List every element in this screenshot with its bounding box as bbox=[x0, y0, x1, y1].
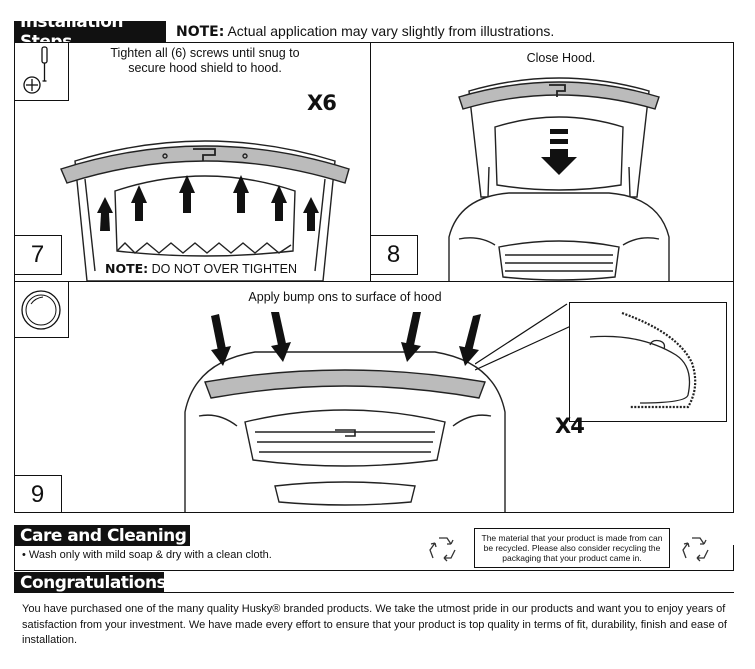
zoom-callout-lines bbox=[475, 303, 572, 371]
step-7-panel: Tighten all (6) screws until snug to sec… bbox=[14, 42, 372, 283]
recycle-icon-left bbox=[429, 537, 456, 562]
recycling-notice-text: The material that your product is made f… bbox=[481, 533, 663, 563]
care-title: Care and Cleaning bbox=[20, 525, 187, 546]
recycling-notice-box: The material that your product is made f… bbox=[474, 528, 670, 568]
care-instruction: • Wash only with mild soap & dry with a … bbox=[22, 549, 272, 561]
congrats-text: You have purchased one of the many quali… bbox=[22, 603, 727, 646]
close-hood-illustration bbox=[448, 77, 670, 282]
step-7-multiplier: X6 bbox=[307, 91, 337, 115]
hood-shield-illustration bbox=[60, 140, 350, 282]
header-note-text: Actual application may vary slightly fro… bbox=[227, 23, 555, 39]
step-9-instruction: Apply bump ons to surface of hood bbox=[248, 290, 442, 304]
congrats-rule bbox=[164, 592, 734, 593]
step-7-number: 7 bbox=[15, 235, 62, 275]
step-8-number: 8 bbox=[371, 235, 418, 275]
step-7-instruction: Tighten all (6) screws until snug to sec… bbox=[110, 46, 300, 75]
step-7-warning: NOTE: DO NOT OVER TIGHTEN bbox=[105, 261, 298, 276]
congrats-title: Congratulations! bbox=[20, 572, 174, 593]
bump-on-placement-illustration bbox=[184, 312, 506, 512]
recycle-icon-right bbox=[682, 537, 709, 562]
care-cleaning-panel bbox=[14, 545, 734, 571]
installation-steps-header: Installation Steps bbox=[14, 12, 166, 52]
step-8-instruction: Close Hood. bbox=[526, 51, 596, 65]
bump-on-detail-view bbox=[569, 302, 727, 422]
care-cleaning-header: Care and Cleaning bbox=[14, 525, 190, 546]
step-9-panel: Apply bump ons to surface of hood bbox=[14, 281, 734, 513]
screwdriver-icon bbox=[15, 43, 69, 101]
step-9-multiplier: X4 bbox=[555, 414, 585, 438]
bump-on-icon bbox=[15, 282, 69, 338]
header-note: NOTE: Actual application may vary slight… bbox=[176, 23, 555, 40]
step-9-number: 9 bbox=[15, 475, 62, 512]
congratulations-header: Congratulations! bbox=[14, 572, 174, 593]
step-8-panel: Close Hood. 8 bbox=[370, 42, 734, 283]
